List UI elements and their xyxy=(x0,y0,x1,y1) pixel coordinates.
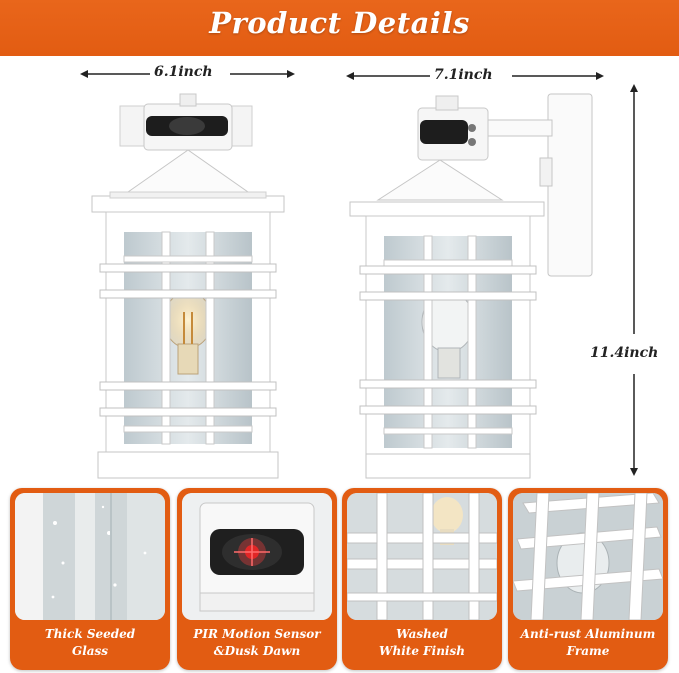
lantern-front-image xyxy=(91,93,285,479)
width-arrow-side xyxy=(346,72,604,80)
width-label-side: 7.1inch xyxy=(434,67,493,83)
width-arrow-front xyxy=(80,70,295,78)
feature-card-motion-sensor: PIR Motion Sensor &Dusk Dawn xyxy=(177,488,337,670)
feature-label: PIR Motion Sensor &Dusk Dawn xyxy=(193,627,321,658)
page-title: Product Details xyxy=(209,6,470,40)
width-label-front: 6.1inch xyxy=(154,64,213,80)
feature-label: Thick Seeded Glass xyxy=(44,627,136,658)
height-label: 11.4inch xyxy=(590,345,659,361)
feature-card-white-finish: Washed White Finish xyxy=(342,488,502,670)
height-arrow xyxy=(630,84,638,476)
header-banner: Product Details xyxy=(0,0,679,56)
aluminum-frame-photo xyxy=(513,493,663,620)
feature-card-aluminum-frame: Anti-rust Aluminum Frame xyxy=(508,488,668,670)
motion-sensor-photo xyxy=(182,493,332,620)
lantern-side-image xyxy=(349,93,593,479)
feature-label: Washed White Finish xyxy=(379,627,465,658)
feature-label: Anti-rust Aluminum Frame xyxy=(520,627,656,658)
seeded-glass-photo xyxy=(15,493,165,620)
white-finish-photo xyxy=(347,493,497,620)
feature-card-seeded-glass: Thick Seeded Glass xyxy=(10,488,170,670)
